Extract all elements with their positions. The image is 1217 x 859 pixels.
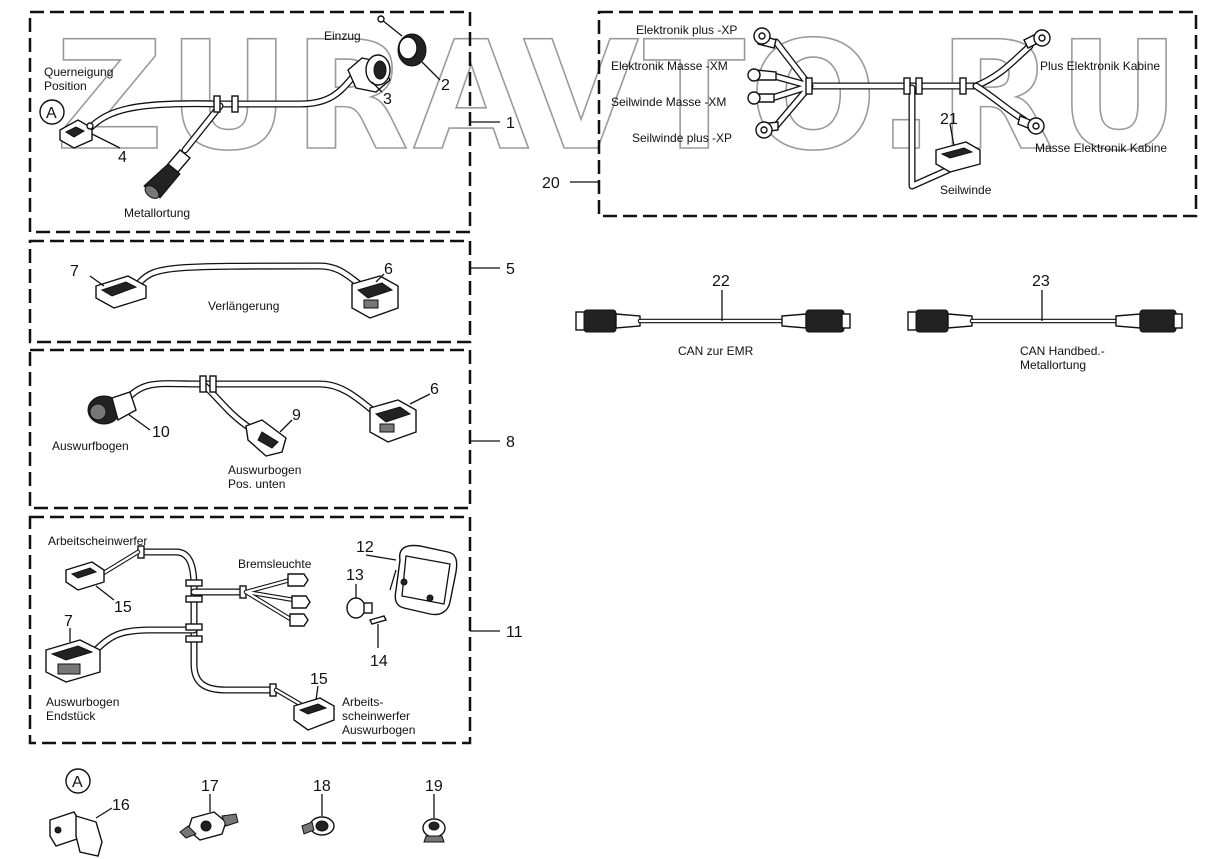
callout-7-ext: 7 [70,263,79,280]
callout-18: 18 [313,778,331,795]
harness-5 [136,262,366,290]
part-17 [179,811,239,841]
label-seilwinde: Seilwinde [940,183,992,197]
connector-10 [87,391,137,425]
cap-2 [377,15,427,67]
group-8-frame [28,348,472,510]
label-can-emr: CAN zur EMR [678,344,754,358]
group-5-frame [28,239,472,344]
label-can-handbed-2: Metallortung [1020,358,1086,372]
label-can-handbed-1: CAN Handbed.- [1020,344,1105,358]
label-einzug: Einzug [324,29,361,43]
group-11-frame [28,515,472,745]
part-16 [49,811,103,857]
label-arbeits-aw-2: scheinwerfer [342,709,410,723]
connector-21 [935,141,981,173]
harness-11 [92,545,303,707]
pin-14 [368,615,388,625]
callout-15-bottom: 15 [310,671,328,688]
label-seilwinde-plus: Seilwinde plus -XP [632,131,732,145]
connector-15-top [65,561,105,591]
ring-terminals-right [1017,29,1051,135]
connector-6-arm [369,399,417,443]
label-masse-elektronik-kabine: Masse Elektronik Kabine [1035,141,1167,155]
callout-3: 3 [383,91,392,108]
terminals-bremsleuchte [287,573,311,627]
group-20-frame [597,10,1198,218]
harness-1 [86,74,356,154]
ring-terminals-left [747,27,779,139]
label-auswurfbogen-pos-2: Pos. unten [228,477,285,491]
callout-13: 13 [346,567,364,584]
connector-4 [59,119,94,149]
callout-19: 19 [425,778,443,795]
callout-14: 14 [370,653,388,670]
detail-a-bottom: A [72,774,83,791]
part-18 [301,816,335,836]
label-seilwinde-masse: Seilwinde Masse -XM [611,95,726,109]
label-elektronik-masse: Elektronik Masse -XM [611,59,728,73]
callout-6-ext: 6 [384,261,393,278]
part-19 [422,818,446,843]
label-auswurfbogen-pos-1: Auswurbogen [228,463,301,477]
callout-7-end: 7 [64,613,73,630]
connector-3 [347,54,391,93]
callout-8: 8 [506,434,515,451]
callout-12: 12 [356,539,374,556]
connector-9 [245,419,287,457]
label-metallortung: Metallortung [124,206,190,220]
label-querneigung: Querneigung [44,65,113,79]
callout-15-top: 15 [114,599,132,616]
callout-23: 23 [1032,273,1050,290]
connector-15-bottom [293,697,335,731]
lamp-12 [394,544,458,616]
connector-6-ext [351,275,399,319]
detail-marker-a [39,99,65,125]
can-cable-22 [575,309,851,333]
detail-marker-a-bottom [65,768,91,794]
callout-17: 17 [201,778,219,795]
sensor-metallortung [143,149,192,199]
harness-8 [124,375,376,432]
callout-4: 4 [118,149,127,166]
can-cable-23 [907,309,1183,333]
callout-16: 16 [112,797,130,814]
callout-2: 2 [441,77,450,94]
callout-9: 9 [292,407,301,424]
label-arbeitsscheinwerfer: Arbeitscheinwerfer [48,534,147,548]
callout-21: 21 [940,111,958,128]
label-verlaengerung: Verlängerung [208,299,279,313]
callout-22: 22 [712,273,730,290]
callout-6-arm: 6 [430,381,439,398]
callout-5: 5 [506,261,515,278]
callout-11: 11 [506,624,523,641]
callout-10: 10 [152,424,170,441]
label-elektronik-plus: Elektronik plus -XP [636,23,737,37]
bulb-13 [346,597,373,619]
connector-7-ext [95,275,147,309]
detail-a-top: A [46,105,57,122]
label-bremsleuchte: Bremsleuchte [238,557,312,571]
label-auswurfbogen: Auswurfbogen [52,439,129,453]
callout-1: 1 [506,115,515,132]
label-position: Position [44,79,87,93]
label-auswurfbogen-end-1: Auswurbogen [46,695,119,709]
label-auswurfbogen-end-2: Endstück [46,709,96,723]
harness-20 [768,38,1034,190]
label-plus-elektronik-kabine: Plus Elektronik Kabine [1040,59,1160,73]
label-arbeits-aw-1: Arbeits- [342,695,383,709]
connector-7-end [45,639,101,683]
callout-20: 20 [542,175,560,192]
label-arbeits-aw-3: Auswurbogen [342,723,415,737]
